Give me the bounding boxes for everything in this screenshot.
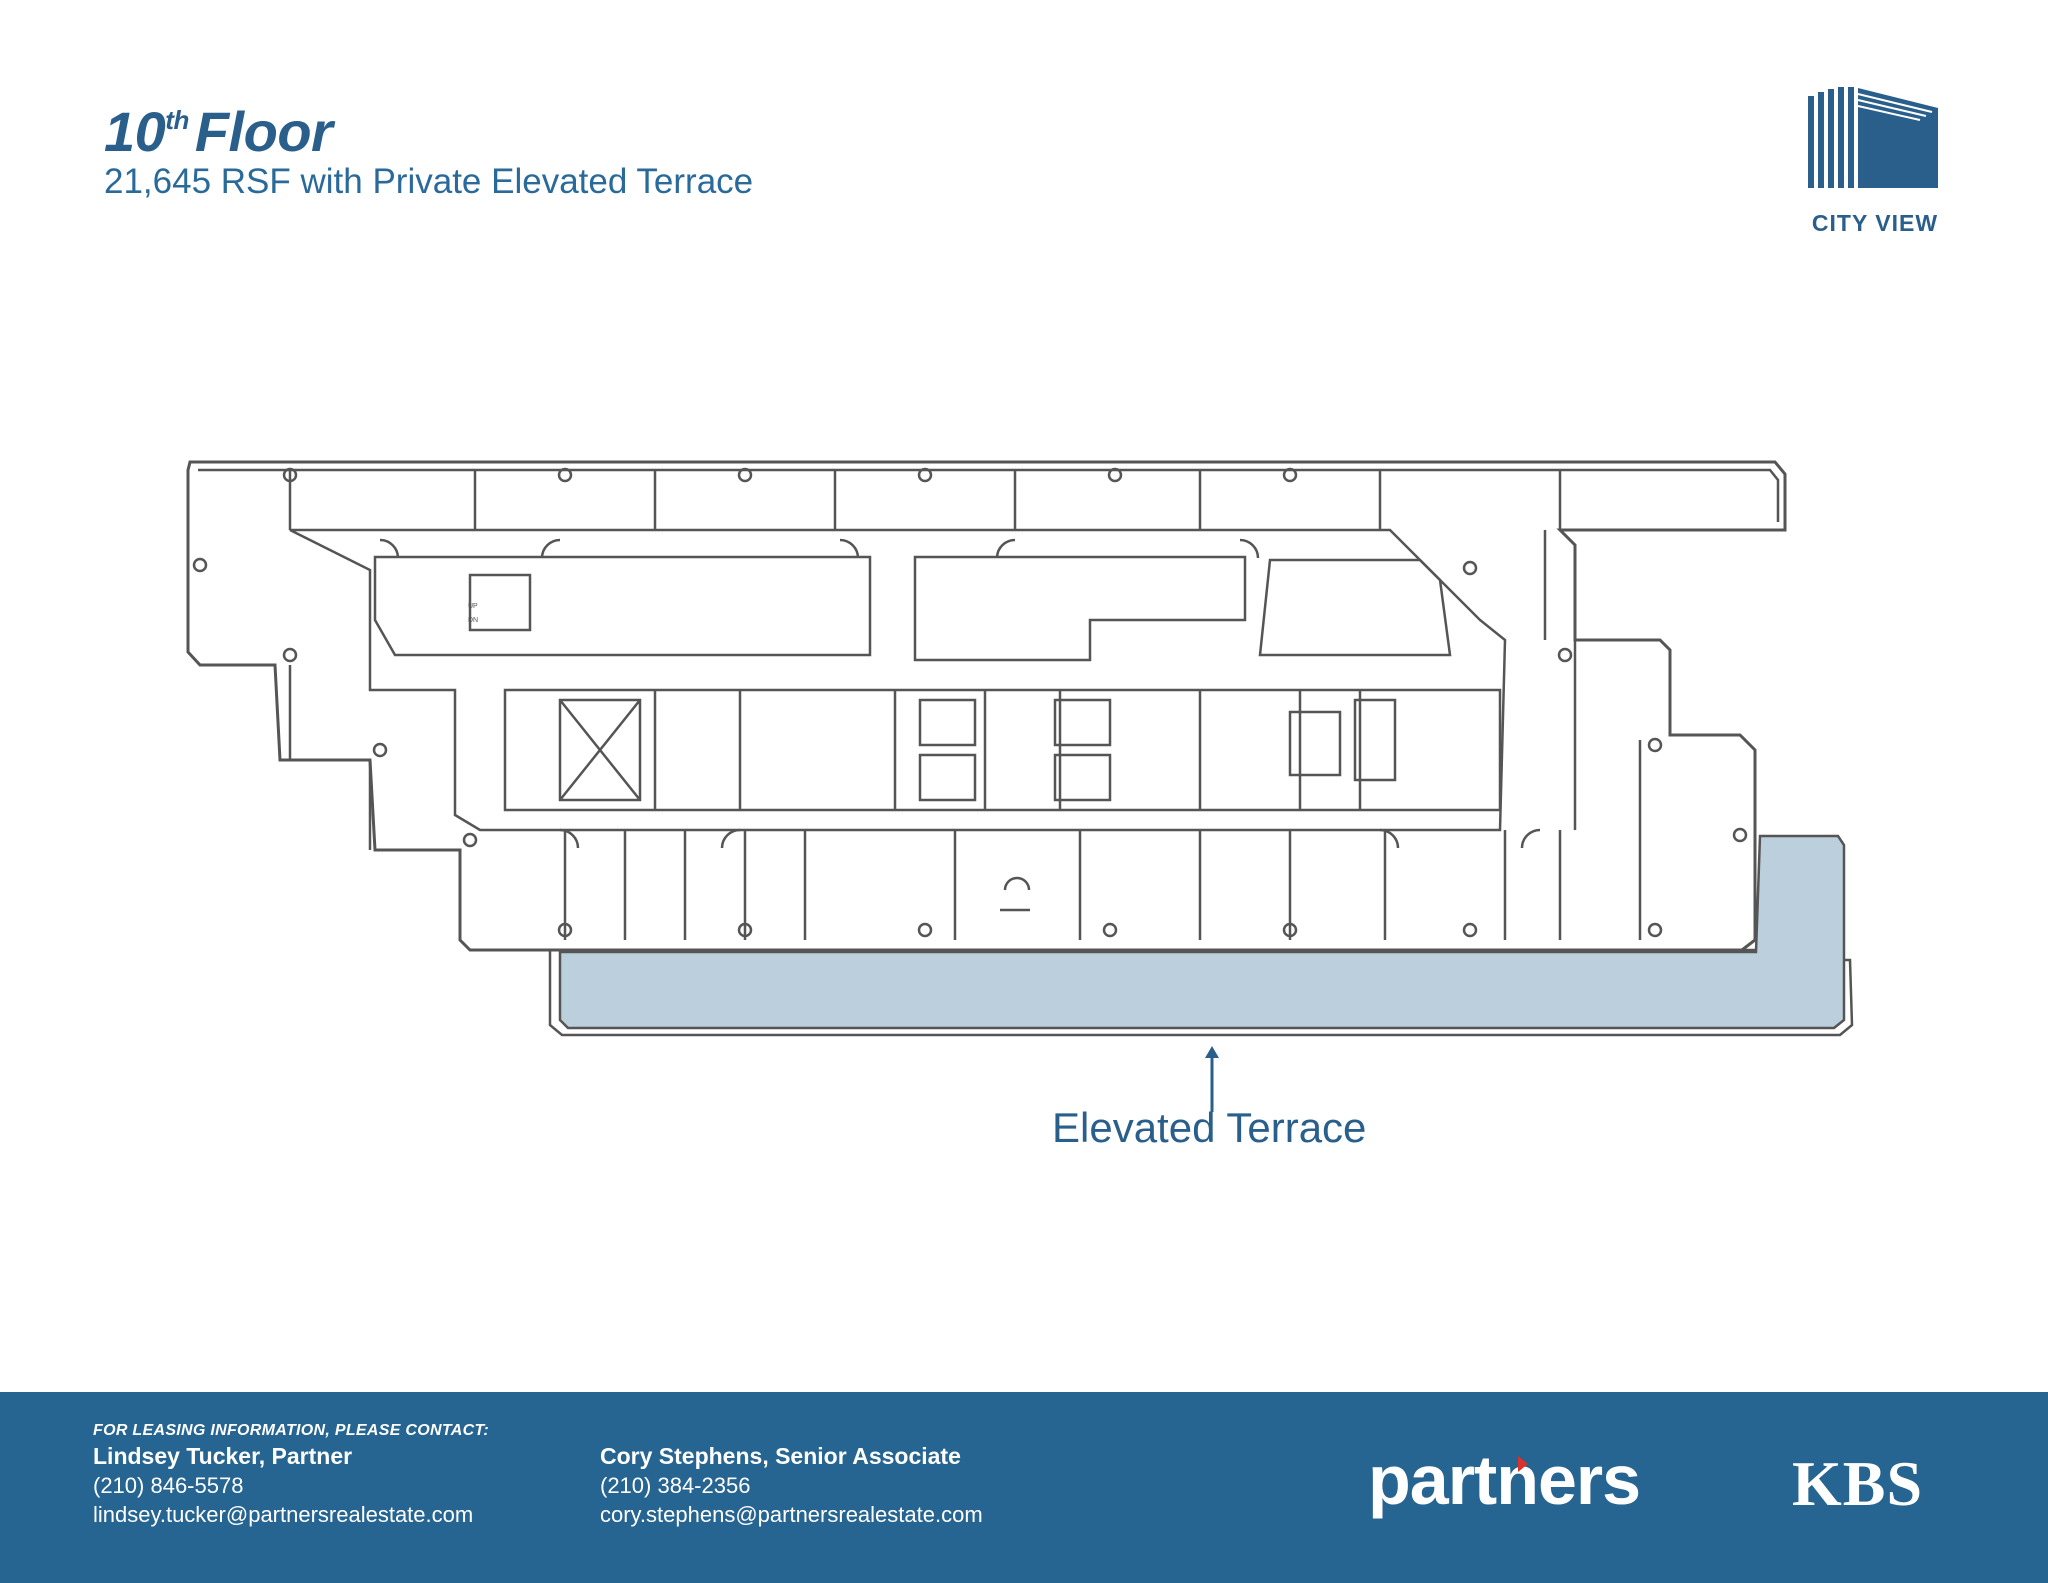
terrace-area xyxy=(558,834,1846,1030)
partners-logo: partners xyxy=(1368,1442,1641,1519)
floor-word: Floor xyxy=(194,100,333,163)
building-core xyxy=(503,688,1502,812)
floor-ordinal-suffix: th xyxy=(165,105,189,135)
contact-heading: FOR LEASING INFORMATION, PLEASE CONTACT: xyxy=(93,1422,489,1439)
city-view-logo-text: CITY VIEW xyxy=(1811,210,1939,236)
contact-name: Lindsey Tucker, Partner xyxy=(93,1443,353,1469)
city-view-building-logo xyxy=(1808,87,1938,188)
page-subtitle: 21,645 RSF with Private Elevated Terrace xyxy=(104,162,754,201)
contact-card: Lindsey Tucker, Partner (210) 846-5578 l… xyxy=(93,1442,473,1529)
floor-number: 10 xyxy=(104,100,166,163)
footer-contact-bar: FOR LEASING INFORMATION, PLEASE CONTACT:… xyxy=(0,1392,2048,1583)
kbs-logo: KBS xyxy=(1792,1448,1924,1519)
stair-label-up: UP xyxy=(468,603,478,610)
contact-email[interactable]: lindsey.tucker@partnersrealestate.com xyxy=(93,1502,474,1527)
stair-label-down: DN xyxy=(468,617,478,624)
terrace-pointer-arrow-icon xyxy=(1205,1046,1219,1112)
floor-plan: UP DN xyxy=(186,460,1854,1037)
contact-phone[interactable]: (210) 846-5578 xyxy=(93,1473,244,1498)
contact-email[interactable]: cory.stephens@partnersrealestate.com xyxy=(600,1502,983,1527)
corridor xyxy=(289,528,1507,832)
contact-phone[interactable]: (210) 384-2356 xyxy=(600,1473,751,1498)
svg-text:partners: partners xyxy=(1368,1442,1640,1519)
terrace-label: Elevated Terrace xyxy=(1052,1104,1367,1151)
contact-name: Cory Stephens, Senior Associate xyxy=(600,1443,961,1469)
contact-card: Cory Stephens, Senior Associate (210) 38… xyxy=(600,1442,983,1529)
